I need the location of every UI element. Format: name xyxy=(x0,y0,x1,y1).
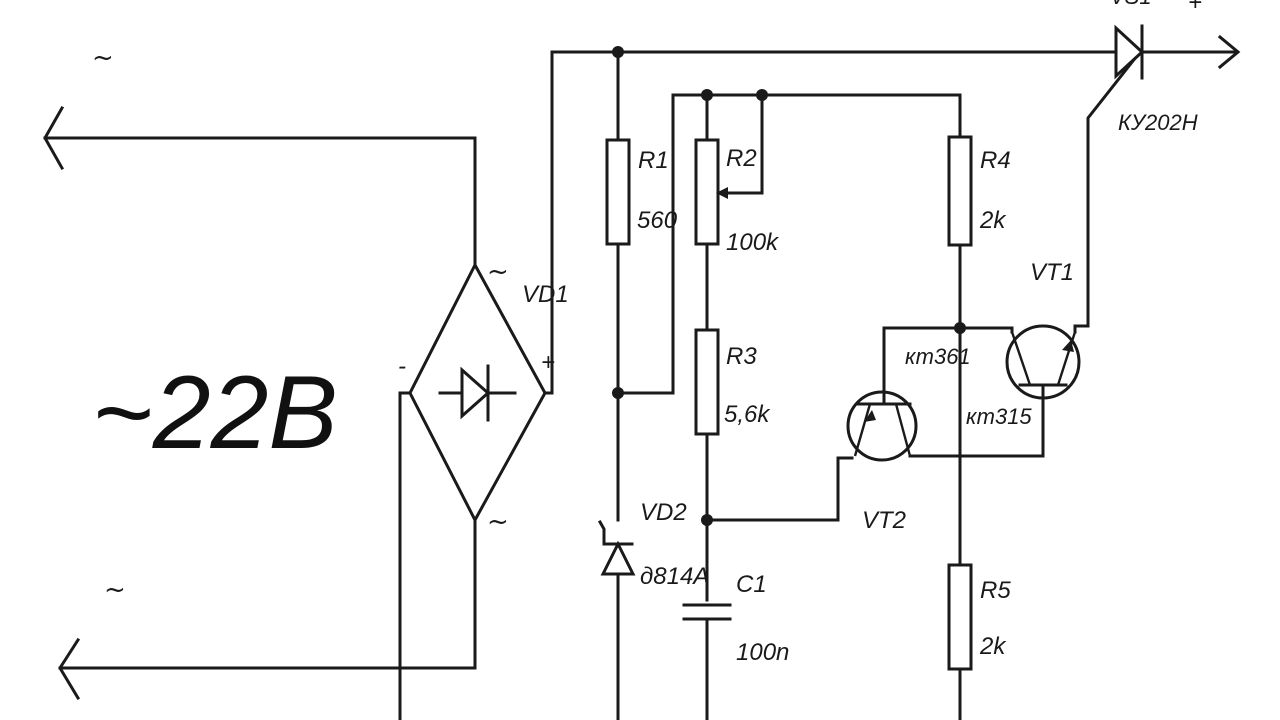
r3-value-label: 5,6k xyxy=(724,401,771,428)
supply-voltage-label: ~22B xyxy=(92,355,338,471)
r2-wiper xyxy=(720,93,764,195)
bridge-minus-sign: - xyxy=(398,353,406,380)
thyristor-ref-label: VS1 xyxy=(1110,0,1152,9)
zener-diode-vd2 xyxy=(597,519,636,720)
ac-input-bottom-wire xyxy=(58,518,477,701)
ac-input-top-wire xyxy=(43,105,477,267)
potentiometer-r2 xyxy=(694,138,720,246)
bridge-rectifier-vd1 xyxy=(408,261,547,524)
thyristor-type-label: КУ202Н xyxy=(1118,110,1198,135)
r2-value-label: 100k xyxy=(726,229,780,256)
capacitor-c1 xyxy=(682,603,732,720)
ac-tilde-top: ~ xyxy=(92,43,114,73)
bridge-tilde-top: ~ xyxy=(487,257,509,287)
r4-ref-label: R4 xyxy=(980,147,1011,174)
vd2-ref-label: VD2 xyxy=(640,499,687,526)
vt1-ref-label: VT1 xyxy=(1030,259,1074,286)
resistor-r5 xyxy=(947,563,973,671)
resistor-r3 xyxy=(694,328,720,436)
vt2-base-wire xyxy=(705,456,854,522)
thyristor-vs1 xyxy=(1114,24,1145,80)
transistor-vt2 xyxy=(846,326,1045,462)
vd2-value-label: д814А xyxy=(640,563,709,590)
r5-value-label: 2k xyxy=(979,633,1007,660)
negative-rail-wire xyxy=(398,391,412,720)
transistor-vt1 xyxy=(958,49,1143,412)
resistor-r1 xyxy=(605,138,631,246)
vt2-ref-label: VT2 xyxy=(862,507,906,534)
r5-ref-label: R5 xyxy=(980,577,1011,604)
ac-tilde-bottom: ~ xyxy=(104,575,126,605)
stabilized-feed-wire xyxy=(616,93,962,395)
c1-value-label: 100n xyxy=(736,639,789,666)
c1-ref-label: C1 xyxy=(736,571,767,598)
r3-ref-label: R3 xyxy=(726,343,757,370)
vt2-type-label: кт361 xyxy=(905,344,971,369)
output-plus-sign: + xyxy=(1188,0,1202,16)
r2-ref-label: R2 xyxy=(726,145,757,172)
output-plus-arrow xyxy=(1217,34,1241,70)
resistor-r4 xyxy=(947,135,973,247)
r1-value-label: 560 xyxy=(637,207,678,234)
vt1-type-label: кт315 xyxy=(966,404,1032,429)
r2-wiper-arrow xyxy=(716,187,728,199)
bridge-tilde-bottom: ~ xyxy=(487,507,509,537)
r4-value-label: 2k xyxy=(979,207,1007,234)
r1-ref-label: R1 xyxy=(638,147,669,174)
positive-rail-wire xyxy=(543,50,1237,395)
vd1-ref-label: VD1 xyxy=(522,281,569,308)
